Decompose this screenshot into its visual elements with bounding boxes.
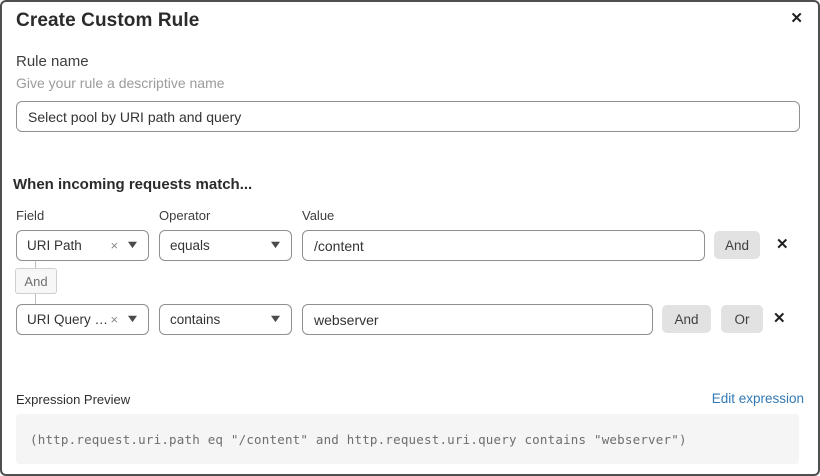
clear-selection-icon[interactable]: × — [110, 238, 119, 253]
field-select-row2-value: URI Query St... — [27, 312, 111, 327]
match-section-heading: When incoming requests match... — [13, 176, 253, 193]
clear-selection-icon[interactable]: × — [110, 312, 119, 327]
value-input-row2[interactable] — [302, 304, 653, 335]
value-input-row1[interactable] — [302, 230, 705, 261]
chevron-down-icon: ▼ — [267, 313, 284, 325]
operator-select-row1[interactable]: equals ▼ — [159, 230, 292, 261]
chevron-down-icon: ▼ — [124, 313, 141, 325]
rule-name-input[interactable] — [16, 101, 800, 132]
delete-condition-icon-row1[interactable]: ✕ — [776, 236, 789, 253]
chevron-down-icon: ▼ — [124, 239, 141, 251]
expression-preview-block: (http.request.uri.path eq "/content" and… — [16, 414, 799, 464]
column-label-operator: Operator — [159, 208, 211, 223]
add-and-condition-button-row2[interactable]: And — [662, 305, 711, 333]
delete-condition-icon-row2[interactable]: ✕ — [773, 310, 786, 327]
field-select-row2[interactable]: URI Query St... × ▼ — [16, 304, 149, 335]
edit-expression-link[interactable]: Edit expression — [711, 391, 804, 406]
expression-code: (http.request.uri.path eq "/content" and… — [30, 431, 687, 447]
operator-select-row2-value: contains — [170, 312, 221, 327]
dialog-title: Create Custom Rule — [16, 10, 200, 31]
operator-select-row1-value: equals — [170, 238, 210, 253]
rule-name-helper: Give your rule a descriptive name — [16, 75, 225, 91]
add-or-condition-button-row2[interactable]: Or — [721, 305, 763, 333]
field-select-row1[interactable]: URI Path × ▼ — [16, 230, 149, 261]
connector-line-top — [35, 261, 36, 268]
chevron-down-icon: ▼ — [267, 239, 284, 251]
field-select-row1-value: URI Path — [27, 238, 82, 253]
add-and-condition-button-row1[interactable]: And — [714, 231, 760, 259]
connector-line-bottom — [35, 294, 36, 304]
operator-select-row2[interactable]: contains ▼ — [159, 304, 292, 335]
column-label-value: Value — [302, 208, 335, 223]
expression-preview-label: Expression Preview — [16, 392, 131, 407]
close-icon[interactable]: ✕ — [790, 10, 803, 27]
and-connector-chip: And — [15, 268, 57, 294]
rule-name-label: Rule name — [16, 53, 89, 70]
column-label-field: Field — [16, 208, 45, 223]
